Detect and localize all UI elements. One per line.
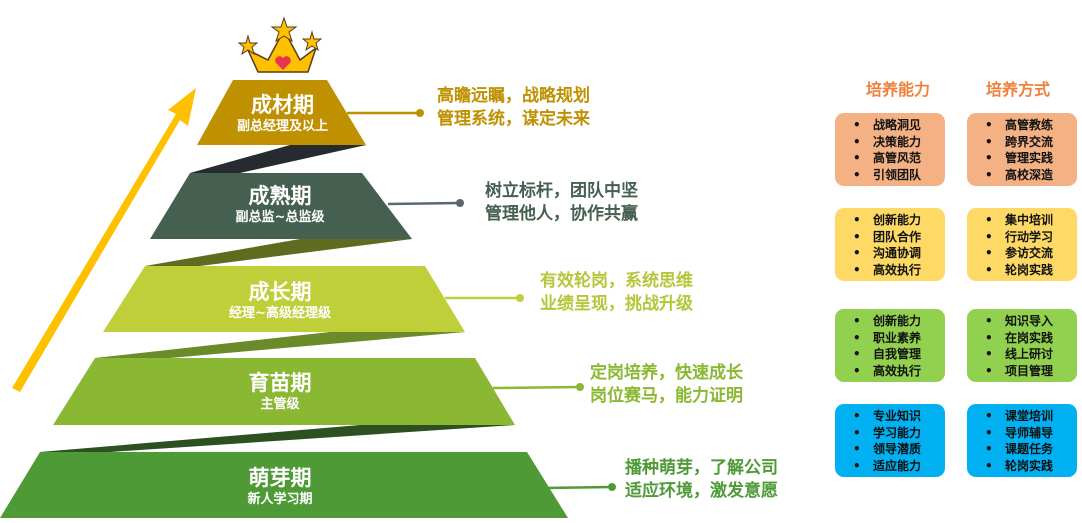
box-method-1: 高管教练跨界交流管理实践高校深造 (967, 113, 1077, 186)
list-item: 高效执行 (853, 363, 945, 380)
list-item: 参访交流 (985, 245, 1077, 262)
list-item: 适应能力 (853, 458, 945, 475)
box-method-4: 课堂培训导师辅导课题任务轮岗实践 (967, 404, 1077, 477)
list-item: 沟通协调 (853, 245, 945, 262)
box-ability-1: 战略洞见决策能力高管风范引领团队 (835, 113, 945, 186)
list-item: 创新能力 (853, 313, 945, 330)
list-item: 线上研讨 (985, 346, 1077, 363)
tier-label-4: 育苗期主管级 (195, 370, 365, 413)
header-ability: 培养能力 (865, 80, 930, 99)
list-item: 在岗实践 (985, 330, 1077, 347)
desc-line: 高瞻远瞩，战略规划 (437, 86, 590, 106)
tier-title: 育苗期 (248, 371, 312, 395)
tier-shape-1 (197, 80, 366, 145)
list-item: 高管教练 (985, 117, 1077, 134)
tier-title: 成材期 (251, 93, 314, 117)
tier-subtitle: 经理~高级经理级 (229, 306, 331, 321)
tier-desc-5: 播种萌芽，了解公司适应环境，激发意愿 (625, 457, 778, 503)
tier-subtitle: 副总监~总监级 (235, 210, 325, 225)
list-item: 高校深造 (985, 167, 1077, 184)
list-item: 职业素养 (853, 330, 945, 347)
header-method: 培养方式 (985, 80, 1050, 99)
box-ability-2: 创新能力团队合作沟通协调高效执行 (835, 208, 945, 281)
tier-title: 成熟期 (248, 184, 312, 208)
tier-subtitle: 副总经理及以上 (236, 119, 328, 134)
list-item: 项目管理 (985, 363, 1077, 380)
box-method-3: 知识导入在岗实践线上研讨项目管理 (967, 309, 1077, 382)
tier-desc-3: 有效轮岗，系统思维业绩呈现，挑战升级 (540, 270, 693, 316)
list-item: 行动学习 (985, 229, 1077, 246)
box-ability-3: 创新能力职业素养自我管理高效执行 (835, 309, 945, 382)
tier-title: 萌芽期 (248, 466, 312, 490)
list-item: 自我管理 (853, 346, 945, 363)
list-item: 轮岗实践 (985, 262, 1077, 279)
tier-shape-3 (103, 266, 465, 332)
desc-line: 有效轮岗，系统思维 (540, 271, 693, 291)
tier-shape-2 (150, 173, 412, 239)
list-item: 引领团队 (853, 167, 945, 184)
list-item: 领导潜质 (853, 441, 945, 458)
tier-label-2: 成熟期副总监~总监级 (195, 183, 365, 226)
tier-desc-4: 定岗培养，快速成长岗位赛马，能力证明 (590, 362, 743, 408)
desc-line: 树立标杆，团队中坚 (485, 181, 638, 201)
desc-line: 业绩呈现，挑战升级 (540, 294, 693, 314)
list-item: 战略洞见 (853, 117, 945, 134)
list-item: 知识导入 (985, 313, 1077, 330)
list-item: 课堂培训 (985, 408, 1077, 425)
tier-shape-4 (53, 358, 515, 425)
list-item: 学习能力 (853, 425, 945, 442)
tier-desc-2: 树立标杆，团队中坚管理他人，协作共赢 (485, 180, 638, 226)
tier-label-5: 萌芽期新人学习期 (195, 465, 365, 508)
list-item: 创新能力 (853, 212, 945, 229)
crown-icon (237, 16, 323, 73)
tier-subtitle: 主管级 (260, 397, 300, 412)
list-item: 课题任务 (985, 441, 1077, 458)
list-item: 管理实践 (985, 150, 1077, 167)
desc-line: 管理他人，协作共赢 (485, 204, 638, 224)
list-item: 团队合作 (853, 229, 945, 246)
list-item: 导师辅导 (985, 425, 1077, 442)
list-item: 高效执行 (853, 262, 945, 279)
list-item: 轮岗实践 (985, 458, 1077, 475)
list-item: 集中培训 (985, 212, 1077, 229)
tier-desc-1: 高瞻远瞩，战略规划管理系统，谋定未来 (437, 85, 590, 131)
list-item: 高管风范 (853, 150, 945, 167)
tier-shape-5 (0, 452, 568, 518)
desc-line: 岗位赛马，能力证明 (590, 386, 743, 406)
growth-arrow-icon (12, 88, 196, 392)
desc-line: 管理系统，谋定未来 (437, 109, 590, 129)
list-item: 专业知识 (853, 408, 945, 425)
box-ability-4: 专业知识学习能力领导潜质适应能力 (835, 404, 945, 477)
tier-subtitle: 新人学习期 (247, 492, 313, 507)
list-item: 决策能力 (853, 134, 945, 151)
desc-line: 定岗培养，快速成长 (590, 363, 743, 383)
desc-line: 适应环境，激发意愿 (625, 481, 778, 501)
tier-label-1: 成材期副总经理及以上 (200, 92, 365, 135)
tier-label-3: 成长期经理~高级经理级 (195, 279, 365, 322)
list-item: 跨界交流 (985, 134, 1077, 151)
desc-line: 播种萌芽，了解公司 (625, 458, 778, 478)
box-method-2: 集中培训行动学习参访交流轮岗实践 (967, 208, 1077, 281)
tier-title: 成长期 (248, 280, 312, 304)
